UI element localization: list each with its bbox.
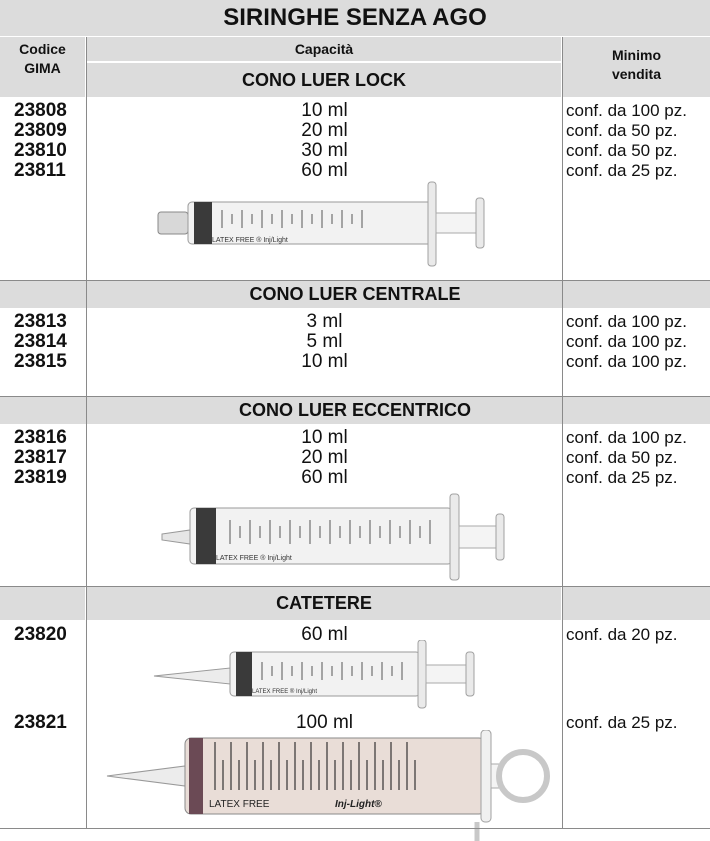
min-sale-value: conf. da 50 pz.: [566, 141, 678, 160]
capacity-value: 5 ml: [306, 331, 343, 352]
min-sale-value: conf. da 100 pz.: [566, 428, 687, 447]
row-divider: [0, 280, 710, 281]
capacity-value: 60 ml: [301, 624, 348, 645]
capacity-value: 20 ml: [301, 120, 348, 141]
header-capacity-label: Capacità: [294, 41, 354, 57]
min-sale-value: conf. da 50 pz.: [566, 121, 678, 140]
min-sale-value: conf. da 20 pz.: [566, 625, 678, 644]
header-code-cell: Codice GIMA: [0, 37, 85, 97]
min-sale-value: conf. da 100 pz.: [566, 312, 687, 331]
row-divider: [0, 586, 710, 587]
column-divider: [86, 37, 87, 828]
table-bottom-border: [0, 828, 710, 829]
product-code: 23815: [14, 351, 67, 372]
syringe-print: LATEX FREE ® Inj/Light: [216, 554, 292, 562]
syringe-print: LATEX FREE ® Inj/Light: [252, 688, 317, 695]
capacity-value: 60 ml: [301, 467, 348, 488]
capacity-value: 10 ml: [301, 351, 348, 372]
section-band-right: [563, 587, 710, 620]
min-sale-value: conf. da 25 pz.: [566, 161, 678, 180]
min-sale-value: conf. da 25 pz.: [566, 713, 678, 732]
capacity-value: 20 ml: [301, 447, 348, 468]
capacity-value: 10 ml: [301, 427, 348, 448]
page-title: SIRINGHE SENZA AGO: [0, 0, 710, 36]
product-code: 23808: [14, 100, 67, 121]
syringe-luer-lock-image: LATEX FREE ® Inj/Light: [157, 181, 485, 267]
syringe-brand: Inj-Light®: [335, 799, 382, 810]
product-code: 23819: [14, 467, 67, 488]
min-sale-value: conf. da 100 pz.: [566, 352, 687, 371]
capacity-value: 10 ml: [301, 100, 348, 121]
capacity-value: 30 ml: [301, 140, 348, 161]
header-min-label: Minimo vendita: [611, 47, 661, 82]
syringe-catheter-60ml-image: LATEX FREE ® Inj/Light: [153, 640, 475, 709]
product-code: 23820: [14, 624, 67, 645]
column-divider: [562, 37, 563, 828]
header-capacity-cell: Capacità: [87, 37, 561, 61]
section-header-luer-eccentrico: CONO LUER ECCENTRICO: [0, 397, 710, 424]
product-code: 23811: [14, 160, 66, 181]
product-code: 23813: [14, 311, 67, 332]
syringe-catheter-100ml-image: LATEX FREE Inj-Light®: [106, 730, 550, 841]
section-band-left: [0, 587, 85, 620]
capacity-value: 60 ml: [301, 160, 348, 181]
product-code: 23816: [14, 427, 67, 448]
capacity-value: 3 ml: [306, 311, 343, 332]
min-sale-value: conf. da 100 pz.: [566, 332, 687, 351]
capacity-value: 100 ml: [295, 712, 354, 733]
product-code: 23821: [14, 712, 67, 733]
product-code: 23817: [14, 447, 67, 468]
row-divider: [0, 396, 710, 397]
syringe-print: LATEX FREE ® Inj/Light: [212, 236, 288, 244]
header-min-cell: Minimo vendita: [563, 37, 710, 97]
product-code: 23810: [14, 140, 67, 161]
min-sale-value: conf. da 100 pz.: [566, 101, 687, 120]
product-code: 23809: [14, 120, 67, 141]
product-code: 23814: [14, 331, 67, 352]
min-sale-value: conf. da 25 pz.: [566, 468, 678, 487]
syringe-eccentric-image: LATEX FREE ® Inj/Light: [161, 493, 505, 581]
header-code-label: Codice GIMA: [19, 41, 66, 76]
syringe-print: LATEX FREE: [209, 799, 270, 810]
section-header-luer-lock: CONO LUER LOCK: [87, 63, 561, 97]
section-header-catetere: CATETERE: [87, 587, 561, 620]
section-header-luer-centrale: CONO LUER CENTRALE: [0, 281, 710, 308]
min-sale-value: conf. da 50 pz.: [566, 448, 678, 467]
